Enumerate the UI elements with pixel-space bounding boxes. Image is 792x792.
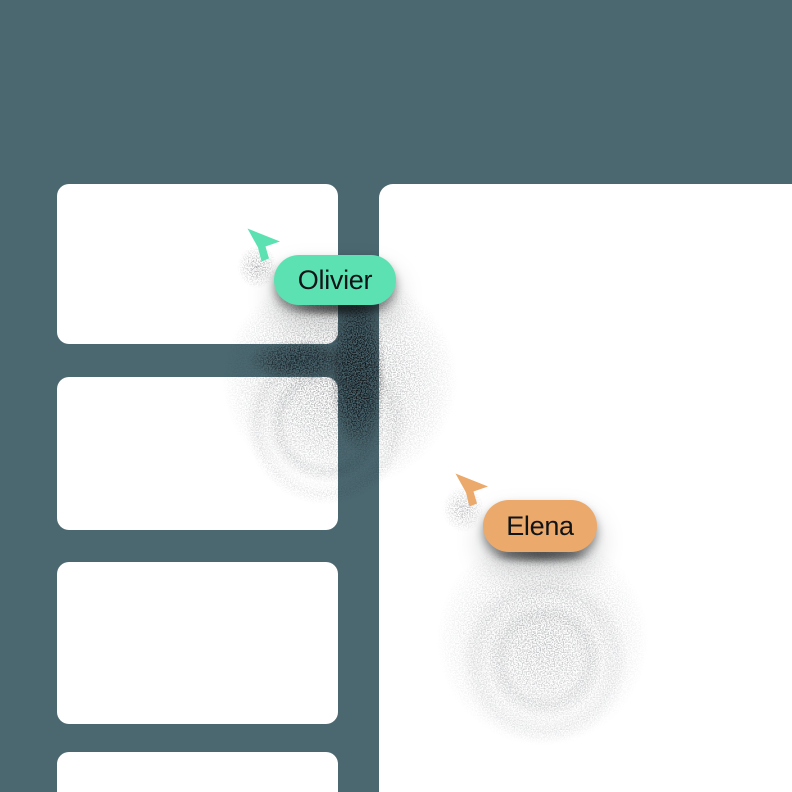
cursor-pointer-icon — [455, 473, 488, 507]
cursor-name-label: Elena — [506, 510, 574, 541]
placeholder-card-3[interactable] — [57, 562, 338, 724]
cursor-pointer-icon — [247, 228, 280, 262]
cursor-name-label: Olivier — [297, 264, 373, 295]
cursor-name-pill-olivier: Olivier — [274, 255, 396, 305]
cursor-name-pill-elena: Elena — [483, 500, 597, 552]
canvas-panel[interactable] — [379, 184, 792, 792]
placeholder-card-2[interactable] — [57, 377, 338, 530]
placeholder-card-4[interactable] — [57, 752, 338, 792]
